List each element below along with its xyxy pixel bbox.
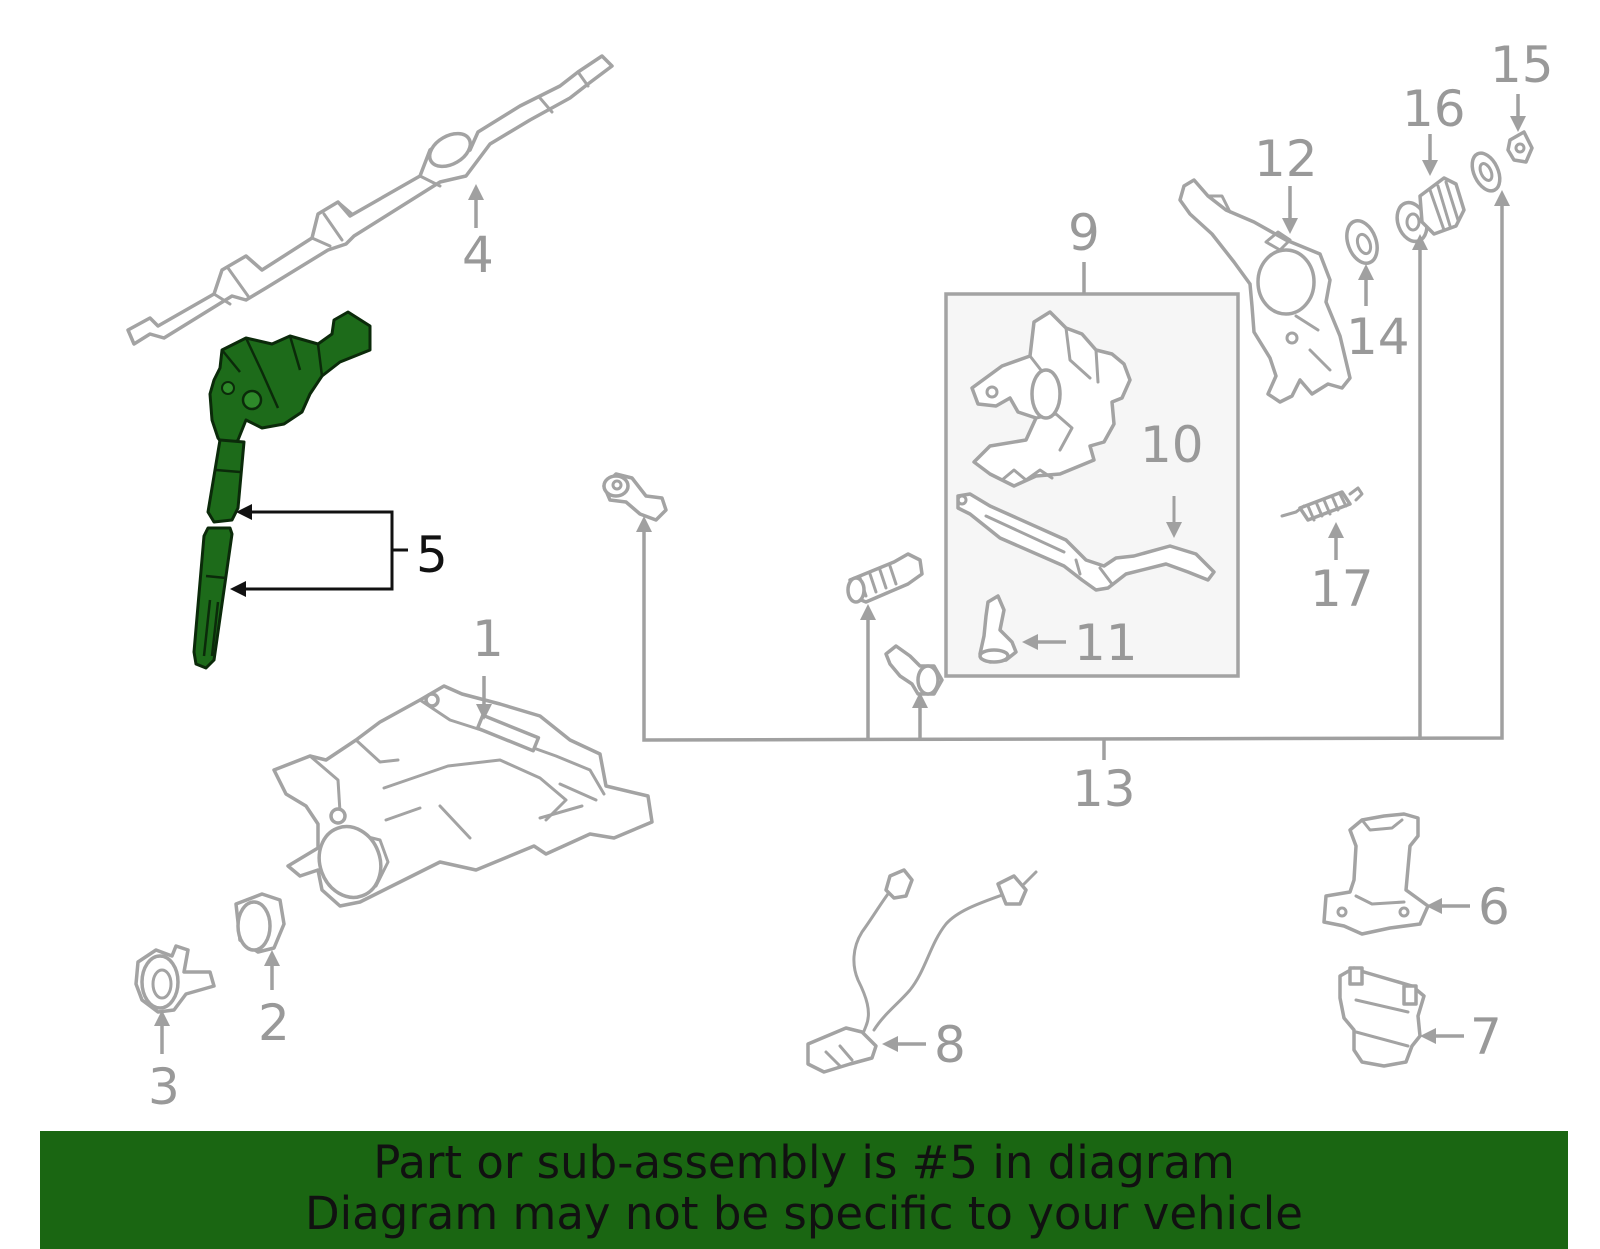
leader-6 xyxy=(1426,898,1470,914)
leader-11 xyxy=(1022,634,1066,650)
part-9-lock-bracket[interactable] xyxy=(970,310,1132,488)
part-5-highlighted-shaft[interactable] xyxy=(192,310,372,670)
callout-12: 12 xyxy=(1254,130,1318,188)
callout-11: 11 xyxy=(1074,614,1138,672)
leader-7 xyxy=(1420,1028,1464,1044)
callout-16: 16 xyxy=(1402,80,1466,138)
leader-1 xyxy=(476,676,492,720)
part-13-sleeve[interactable] xyxy=(846,552,924,604)
callout-4: 4 xyxy=(462,226,494,284)
part-14-washer[interactable] xyxy=(1341,217,1382,268)
leader-8 xyxy=(882,1036,926,1052)
leader-15 xyxy=(1510,94,1526,132)
info-banner: Part or sub-assembly is #5 in diagram Di… xyxy=(40,1131,1568,1249)
callout-10: 10 xyxy=(1140,416,1204,474)
part-7-module[interactable] xyxy=(1338,966,1426,1068)
callout-8: 8 xyxy=(934,1016,966,1074)
leader-14 xyxy=(1358,264,1374,306)
leader-5 xyxy=(230,504,408,597)
leader-13 xyxy=(636,190,1510,760)
callout-17: 17 xyxy=(1310,560,1374,618)
callout-3: 3 xyxy=(148,1058,180,1116)
callout-9: 9 xyxy=(1068,204,1100,262)
callout-6: 6 xyxy=(1478,878,1510,936)
callout-14: 14 xyxy=(1346,308,1410,366)
part-11-pin[interactable] xyxy=(978,594,1018,664)
part-12-bracket[interactable] xyxy=(1178,178,1352,404)
callout-15: 15 xyxy=(1490,36,1554,94)
part-13-bolt-left[interactable] xyxy=(602,472,668,522)
part-13-ring[interactable] xyxy=(1467,149,1506,195)
callout-13: 13 xyxy=(1072,760,1136,818)
callout-7: 7 xyxy=(1470,1008,1502,1066)
leader-17 xyxy=(1328,522,1344,560)
part-3-collar[interactable] xyxy=(134,944,216,1014)
leader-12 xyxy=(1282,186,1298,234)
part-15-clip[interactable] xyxy=(1506,130,1534,164)
part-16-spring[interactable] xyxy=(1418,176,1466,236)
banner-line-2: Diagram may not be specific to your vehi… xyxy=(305,1187,1303,1240)
callout-1: 1 xyxy=(472,610,504,668)
banner-line-1: Part or sub-assembly is #5 in diagram xyxy=(373,1136,1235,1189)
part-8-harness[interactable] xyxy=(806,868,1038,1074)
part-17-tension-spring[interactable] xyxy=(1280,486,1364,522)
part-2-bushing[interactable] xyxy=(234,892,286,954)
part-1-column-housing[interactable] xyxy=(272,684,654,908)
part-6-housing[interactable] xyxy=(1322,812,1430,936)
leader-10 xyxy=(1166,496,1182,538)
part-4-steering-shaft[interactable] xyxy=(126,54,614,346)
callout-2: 2 xyxy=(258,994,290,1052)
leader-4 xyxy=(468,184,484,228)
leader-3 xyxy=(154,1010,170,1054)
callout-5: 5 xyxy=(416,526,448,584)
leader-16 xyxy=(1422,134,1438,176)
leader-2 xyxy=(264,950,280,990)
part-10-lever[interactable] xyxy=(956,492,1216,592)
part-13-bolt-center[interactable] xyxy=(884,644,944,696)
